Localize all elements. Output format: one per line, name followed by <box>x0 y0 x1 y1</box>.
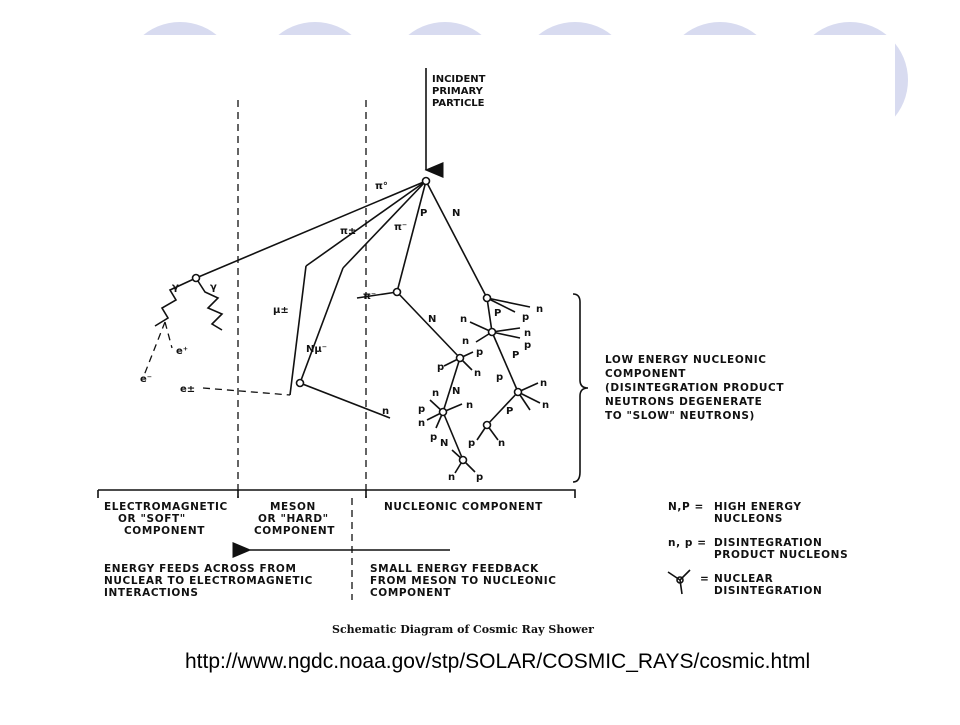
svg-text:γ: γ <box>210 282 217 293</box>
svg-text:n: n <box>432 388 439 399</box>
svg-text:NUCLEONS: NUCLEONS <box>714 513 783 525</box>
svg-text:N,P =: N,P = <box>668 501 704 513</box>
svg-text:p: p <box>430 432 437 443</box>
svg-text:DISINTEGRATION: DISINTEGRATION <box>714 537 822 549</box>
disintegration-icon <box>667 569 691 595</box>
svg-text:HIGH ENERGY: HIGH ENERGY <box>714 501 802 513</box>
svg-text:p: p <box>437 362 444 373</box>
svg-text:N: N <box>428 314 436 325</box>
epm-track <box>202 387 291 396</box>
svg-text:n: n <box>466 400 473 411</box>
svg-text:=: = <box>700 573 709 585</box>
primary-vertex <box>421 176 431 186</box>
svg-text:SMALL ENERGY FEEDBACK: SMALL ENERGY FEEDBACK <box>370 563 539 575</box>
svg-text:N: N <box>452 386 460 397</box>
svg-text:COMPONENT: COMPONENT <box>254 525 335 537</box>
svg-text:OR "SOFT": OR "SOFT" <box>118 513 186 525</box>
svg-text:π±: π± <box>340 226 356 237</box>
svg-text:TO "SLOW" NEUTRONS): TO "SLOW" NEUTRONS) <box>605 410 755 422</box>
svg-text:n: n <box>540 378 547 389</box>
svg-text:LOW ENERGY NUCLEONIC: LOW ENERGY NUCLEONIC <box>605 354 767 366</box>
svg-text:NUCLEAR: NUCLEAR <box>714 573 773 585</box>
legend: N,P = HIGH ENERGY NUCLEONS n, p = DISINT… <box>667 501 848 597</box>
svg-text:p: p <box>418 404 425 415</box>
svg-text:n: n <box>460 314 467 325</box>
svg-text:INTERACTIONS: INTERACTIONS <box>104 587 199 599</box>
svg-text:FROM MESON TO NUCLEONIC: FROM MESON TO NUCLEONIC <box>370 575 557 587</box>
svg-text:e⁺: e⁺ <box>176 346 188 357</box>
incident-label: PARTICLE <box>432 98 485 109</box>
svg-text:e±: e± <box>180 384 195 395</box>
svg-text:n: n <box>542 400 549 411</box>
component-labels: ELECTROMAGNETIC OR "SOFT" COMPONENT MESO… <box>104 501 543 537</box>
svg-text:n: n <box>382 406 389 417</box>
positron-track <box>164 321 173 349</box>
svg-text:p: p <box>524 340 531 351</box>
svg-text:π⁻: π⁻ <box>363 291 376 302</box>
low-energy-label: LOW ENERGY NUCLEONIC COMPONENT (DISINTEG… <box>605 354 784 422</box>
svg-text:PRODUCT NUCLEONS: PRODUCT NUCLEONS <box>714 549 848 561</box>
svg-text:COMPONENT: COMPONENT <box>370 587 451 599</box>
svg-text:NUCLEONIC COMPONENT: NUCLEONIC COMPONENT <box>384 501 543 513</box>
svg-text:γ: γ <box>172 282 179 293</box>
svg-text:n: n <box>474 368 481 379</box>
svg-text:P: P <box>494 308 501 319</box>
svg-text:COMPONENT: COMPONENT <box>605 368 686 380</box>
diagram-panel <box>95 35 895 655</box>
svg-text:n: n <box>418 418 425 429</box>
svg-text:P: P <box>420 208 427 219</box>
electron-track <box>142 321 166 379</box>
feed-labels: ENERGY FEEDS ACROSS FROM NUCLEAR TO ELEC… <box>104 563 557 599</box>
svg-text:N: N <box>452 208 460 219</box>
diagram-caption: Schematic Diagram of Cosmic Ray Shower <box>332 623 594 636</box>
svg-text:DISINTEGRATION: DISINTEGRATION <box>714 585 822 597</box>
gamma-zigzag-left <box>154 277 197 327</box>
svg-text:p: p <box>522 312 529 323</box>
svg-text:Nμ⁻: Nμ⁻ <box>306 344 327 355</box>
incident-label: PRIMARY <box>432 86 484 97</box>
tracks <box>195 180 541 474</box>
component-bracket <box>97 489 576 498</box>
svg-text:P: P <box>506 406 513 417</box>
svg-text:p: p <box>496 372 503 383</box>
svg-text:e⁻: e⁻ <box>140 374 152 385</box>
svg-text:n, p =: n, p = <box>668 537 707 549</box>
svg-text:NUCLEAR TO ELECTROMAGNETIC: NUCLEAR TO ELECTROMAGNETIC <box>104 575 313 587</box>
svg-text:P: P <box>512 350 519 361</box>
svg-text:OR "HARD": OR "HARD" <box>258 513 329 525</box>
svg-text:π⁻: π⁻ <box>394 222 407 233</box>
svg-text:π°: π° <box>375 181 388 192</box>
svg-text:n: n <box>524 328 531 339</box>
svg-text:p: p <box>468 438 475 449</box>
svg-text:μ±: μ± <box>273 305 289 316</box>
svg-text:p: p <box>476 472 483 483</box>
svg-text:COMPONENT: COMPONENT <box>124 525 205 537</box>
svg-text:(DISINTEGRATION PRODUCT: (DISINTEGRATION PRODUCT <box>605 382 784 394</box>
particle-labels: π° π± π⁻ P N μ± Nμ⁻ π⁻ N γ γ e⁺ e⁻ e± n … <box>140 181 549 483</box>
svg-text:p: p <box>476 347 483 358</box>
svg-text:MESON: MESON <box>270 501 316 513</box>
svg-text:ELECTROMAGNETIC: ELECTROMAGNETIC <box>104 501 228 513</box>
gamma-zigzag-right <box>195 277 224 331</box>
incident-label: INCIDENT <box>432 74 486 85</box>
low-energy-bracket <box>572 293 589 483</box>
vertices <box>191 176 523 465</box>
svg-text:ENERGY FEEDS ACROSS FROM: ENERGY FEEDS ACROSS FROM <box>104 563 297 575</box>
svg-text:n: n <box>462 336 469 347</box>
svg-text:N: N <box>440 438 448 449</box>
svg-text:n: n <box>536 304 543 315</box>
source-url[interactable]: http://www.ngdc.noaa.gov/stp/SOLAR/COSMI… <box>185 650 810 673</box>
svg-text:n: n <box>448 472 455 483</box>
svg-text:NEUTRONS DEGENERATE: NEUTRONS DEGENERATE <box>605 396 762 408</box>
svg-text:n: n <box>498 438 505 449</box>
